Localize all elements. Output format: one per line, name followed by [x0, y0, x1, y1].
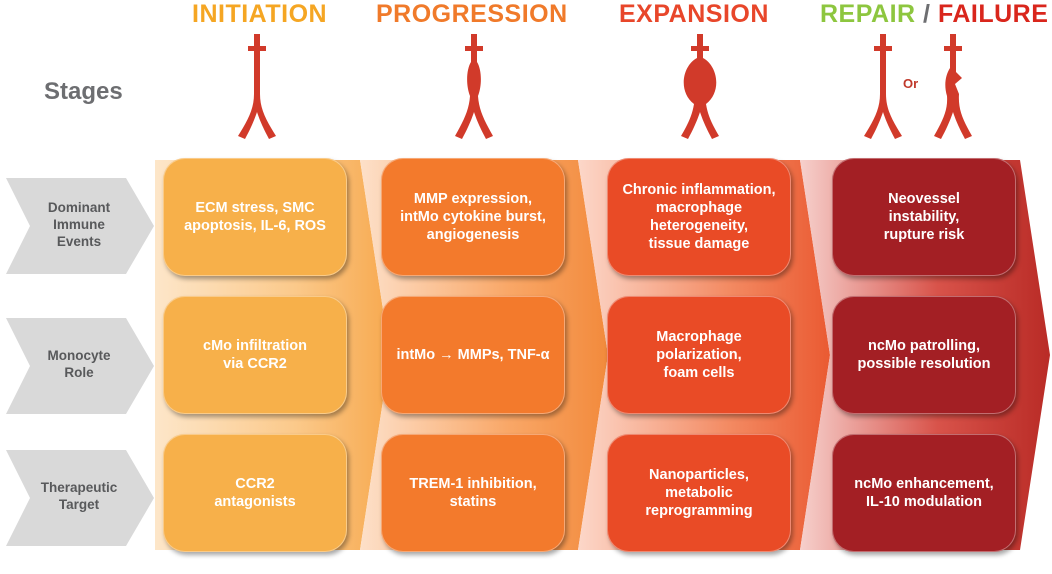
card-text: Neovessel instability, rupture risk — [883, 191, 965, 243]
row-arrow-immune-events — [6, 178, 154, 274]
card-initiation-monocyte-role: cMo infiltration via CCR2 — [163, 296, 347, 414]
or-label: Or — [903, 76, 919, 91]
card-text: cMo infiltration via CCR2 — [203, 338, 307, 372]
card-text: ncMo patrolling, possible resolution — [857, 338, 991, 372]
aorta-ruptured-icon — [934, 34, 972, 139]
card-repair-failure-therapeutic-target: ncMo enhancement, IL-10 modulation — [832, 434, 1016, 552]
aorta-aneurysm-icon — [681, 34, 719, 139]
repair-label: REPAIR — [820, 0, 916, 28]
card-expansion-therapeutic-target: Nanoparticles, metabolic reprogramming — [607, 434, 791, 552]
card-text: Macrophage polarization, foam cells — [656, 329, 742, 381]
aorta-normal-icon — [238, 34, 276, 139]
failure-label: FAILURE — [937, 0, 1049, 28]
stage-title-progression: PROGRESSION — [376, 0, 568, 28]
stage-title-repair-failure: REPAIR / FAILURE — [820, 0, 1048, 29]
card-progression-therapeutic-target: TREM-1 inhibition, statins — [381, 434, 565, 552]
card-initiation-therapeutic-target: CCR2 antagonists — [163, 434, 347, 552]
aorta-mild-bulge-icon — [455, 34, 493, 139]
row-arrow-therapeutic-target — [6, 450, 154, 546]
card-expansion-monocyte-role: Macrophage polarization, foam cells — [607, 296, 791, 414]
aorta-repaired-icon — [864, 34, 902, 139]
card-initiation-immune-events: ECM stress, SMC apoptosis, IL-6, ROS — [163, 158, 347, 276]
card-text: TREM-1 inhibition, statins — [409, 476, 537, 510]
stage-title-initiation: INITIATION — [192, 0, 328, 28]
row-label-monocyte-role: Monocyte Role — [47, 348, 111, 380]
card-progression-immune-events: MMP expression, intMo cytokine burst, an… — [381, 158, 565, 276]
card-text: ECM stress, SMC apoptosis, IL-6, ROS — [184, 200, 326, 234]
row-label-therapeutic-target: Therapeutic Target — [40, 480, 118, 512]
card-expansion-immune-events: Chronic inflammation, macrophage heterog… — [607, 158, 791, 276]
stages-label: Stages — [44, 78, 123, 105]
card-progression-monocyte-role: intMo → MMPs, TNF-α — [381, 296, 565, 414]
slash-label: / — [915, 0, 938, 28]
row-arrow-monocyte-role — [6, 318, 154, 414]
card-text: intMo → MMPs, TNF-α — [396, 347, 550, 363]
card-text: Nanoparticles, metabolic reprogramming — [645, 467, 753, 519]
stage-title-expansion: EXPANSION — [619, 0, 769, 28]
card-text: MMP expression, intMo cytokine burst, an… — [400, 191, 546, 243]
card-repair-failure-monocyte-role: ncMo patrolling, possible resolution — [832, 296, 1016, 414]
row-label-immune-events: Dominant Immune Events — [47, 199, 111, 249]
card-text: CCR2 antagonists — [214, 476, 296, 510]
card-text: ncMo enhancement, IL-10 modulation — [854, 476, 994, 510]
card-text: Chronic inflammation, macrophage heterog… — [622, 182, 776, 252]
card-repair-failure-immune-events: Neovessel instability, rupture risk — [832, 158, 1016, 276]
